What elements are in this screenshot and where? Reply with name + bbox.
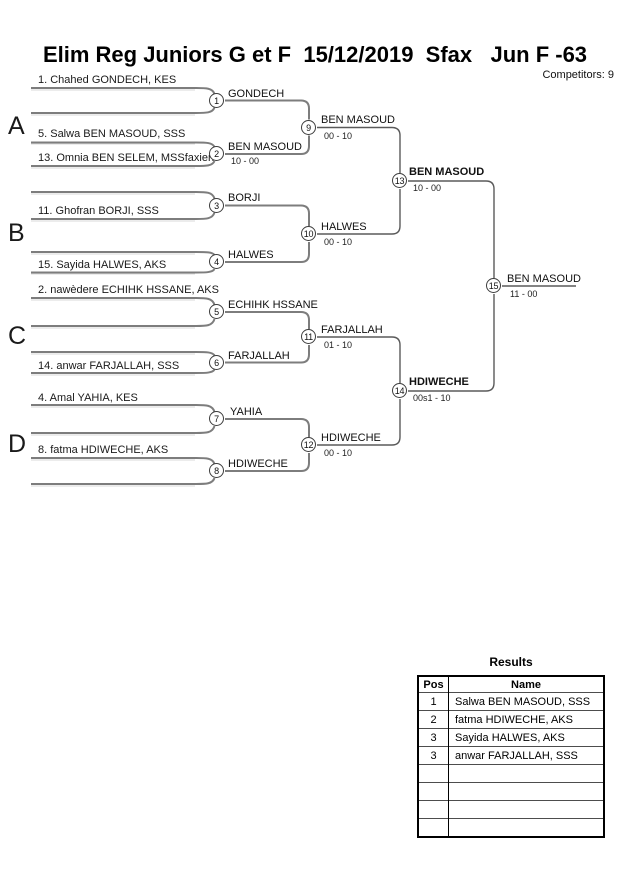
- group-letter-c: C: [8, 322, 27, 350]
- name-cell: anwar FARJALLAH, SSS: [448, 746, 604, 765]
- results-row: 3 anwar FARJALLAH, SSS: [418, 746, 604, 765]
- match-circle: 4: [209, 254, 224, 269]
- match-circle: 5: [209, 304, 224, 319]
- match-circle: 1: [209, 93, 224, 108]
- winner-label: HDIWECHE: [228, 458, 288, 470]
- results-row: [418, 782, 604, 801]
- results-row: [418, 764, 604, 783]
- pos-cell: 1: [418, 692, 449, 711]
- score-label: 00 - 10: [324, 131, 353, 141]
- results-heading: Results: [489, 655, 533, 669]
- match-circle: 12: [301, 437, 316, 452]
- score-label: 00 - 10: [324, 448, 353, 458]
- entry-label: 4. Amal YAHIA, KES: [38, 392, 138, 404]
- pos-cell: 2: [418, 710, 449, 729]
- entry-label: 15. Sayida HALWES, AKS: [38, 259, 167, 271]
- entry-label: 2. nawèdere ECHIHK HSSANE, AKS: [38, 284, 219, 296]
- winner-label: HALWES: [321, 221, 367, 233]
- results-row: 1 Salwa BEN MASOUD, SSS: [418, 692, 604, 711]
- winner-label: BEN MASOUD: [409, 166, 485, 178]
- pos-cell: [418, 764, 449, 783]
- name-cell: [448, 800, 604, 819]
- results-row: [418, 818, 604, 837]
- entry-label: 14. anwar FARJALLAH, SSS: [38, 360, 180, 372]
- winner-label: FARJALLAH: [228, 350, 290, 362]
- name-cell: Sayida HALWES, AKS: [448, 728, 604, 747]
- entry-label: 8. fatma HDIWECHE, AKS: [38, 444, 169, 456]
- match-circle: 9: [301, 120, 316, 135]
- results-row: [418, 800, 604, 819]
- results-header-row: Pos Name: [418, 676, 604, 693]
- winner-label: HALWES: [228, 249, 274, 261]
- match-circle: 3: [209, 198, 224, 213]
- results-table: Pos Name 1 Salwa BEN MASOUD, SSS 2 fatma…: [417, 675, 605, 838]
- name-cell: [448, 764, 604, 783]
- match-circle: 13: [392, 173, 407, 188]
- pos-cell: 3: [418, 728, 449, 747]
- winner-label: GONDECH: [228, 88, 285, 100]
- match-circle: 7: [209, 411, 224, 426]
- group-letter-a: A: [8, 112, 25, 140]
- match-circle: 6: [209, 355, 224, 370]
- match-circle: 10: [301, 226, 316, 241]
- winner-label: BEN MASOUD: [321, 114, 395, 126]
- pos-column-header: Pos: [418, 676, 449, 693]
- match-circle: 11: [301, 329, 316, 344]
- pos-cell: [418, 782, 449, 801]
- winner-label: BEN MASOUD: [507, 273, 581, 285]
- winner-label: BORJI: [228, 192, 261, 204]
- score-label: 11 - 00: [510, 289, 538, 299]
- name-cell: [448, 818, 604, 837]
- match-circle: 14: [392, 383, 407, 398]
- group-letter-d: D: [8, 430, 27, 458]
- winner-label: ECHIHK HSSANE: [228, 299, 318, 311]
- entry-label: 13. Omnia BEN SELEM, MSSfaxien: [38, 152, 215, 164]
- entry-label: 1. Chahed GONDECH, KES: [38, 74, 177, 86]
- winner-label: BEN MASOUD: [228, 141, 302, 153]
- name-cell: [448, 782, 604, 801]
- score-label: 01 - 10: [324, 340, 353, 350]
- pos-cell: [418, 818, 449, 837]
- entry-label: 5. Salwa BEN MASOUD, SSS: [38, 128, 186, 140]
- score-label: 10 - 00: [413, 183, 442, 193]
- pos-cell: 3: [418, 746, 449, 765]
- group-letter-b: B: [8, 219, 25, 247]
- score-label: 00s1 - 10: [413, 393, 451, 403]
- name-cell: fatma HDIWECHE, AKS: [448, 710, 604, 729]
- winner-label: HDIWECHE: [321, 432, 381, 444]
- name-cell: Salwa BEN MASOUD, SSS: [448, 692, 604, 711]
- match-circle: 15: [486, 278, 501, 293]
- winner-label: HDIWECHE: [409, 376, 469, 388]
- name-column-header: Name: [511, 678, 541, 691]
- page-title: Elim Reg Juniors G et F 15/12/2019 Sfax …: [42, 42, 588, 67]
- winner-label: YAHIA: [230, 406, 263, 418]
- score-label: 00 - 10: [324, 237, 353, 247]
- competitors-count: Competitors: 9: [542, 69, 614, 81]
- match-circle: 2: [209, 146, 224, 161]
- match-circle: 8: [209, 463, 224, 478]
- entry-label: 11. Ghofran BORJI, SSS: [38, 205, 159, 217]
- winner-label: FARJALLAH: [321, 324, 383, 336]
- results-row: 3 Sayida HALWES, AKS: [418, 728, 604, 747]
- score-label: 10 - 00: [231, 156, 260, 166]
- results-row: 2 fatma HDIWECHE, AKS: [418, 710, 604, 729]
- pos-cell: [418, 800, 449, 819]
